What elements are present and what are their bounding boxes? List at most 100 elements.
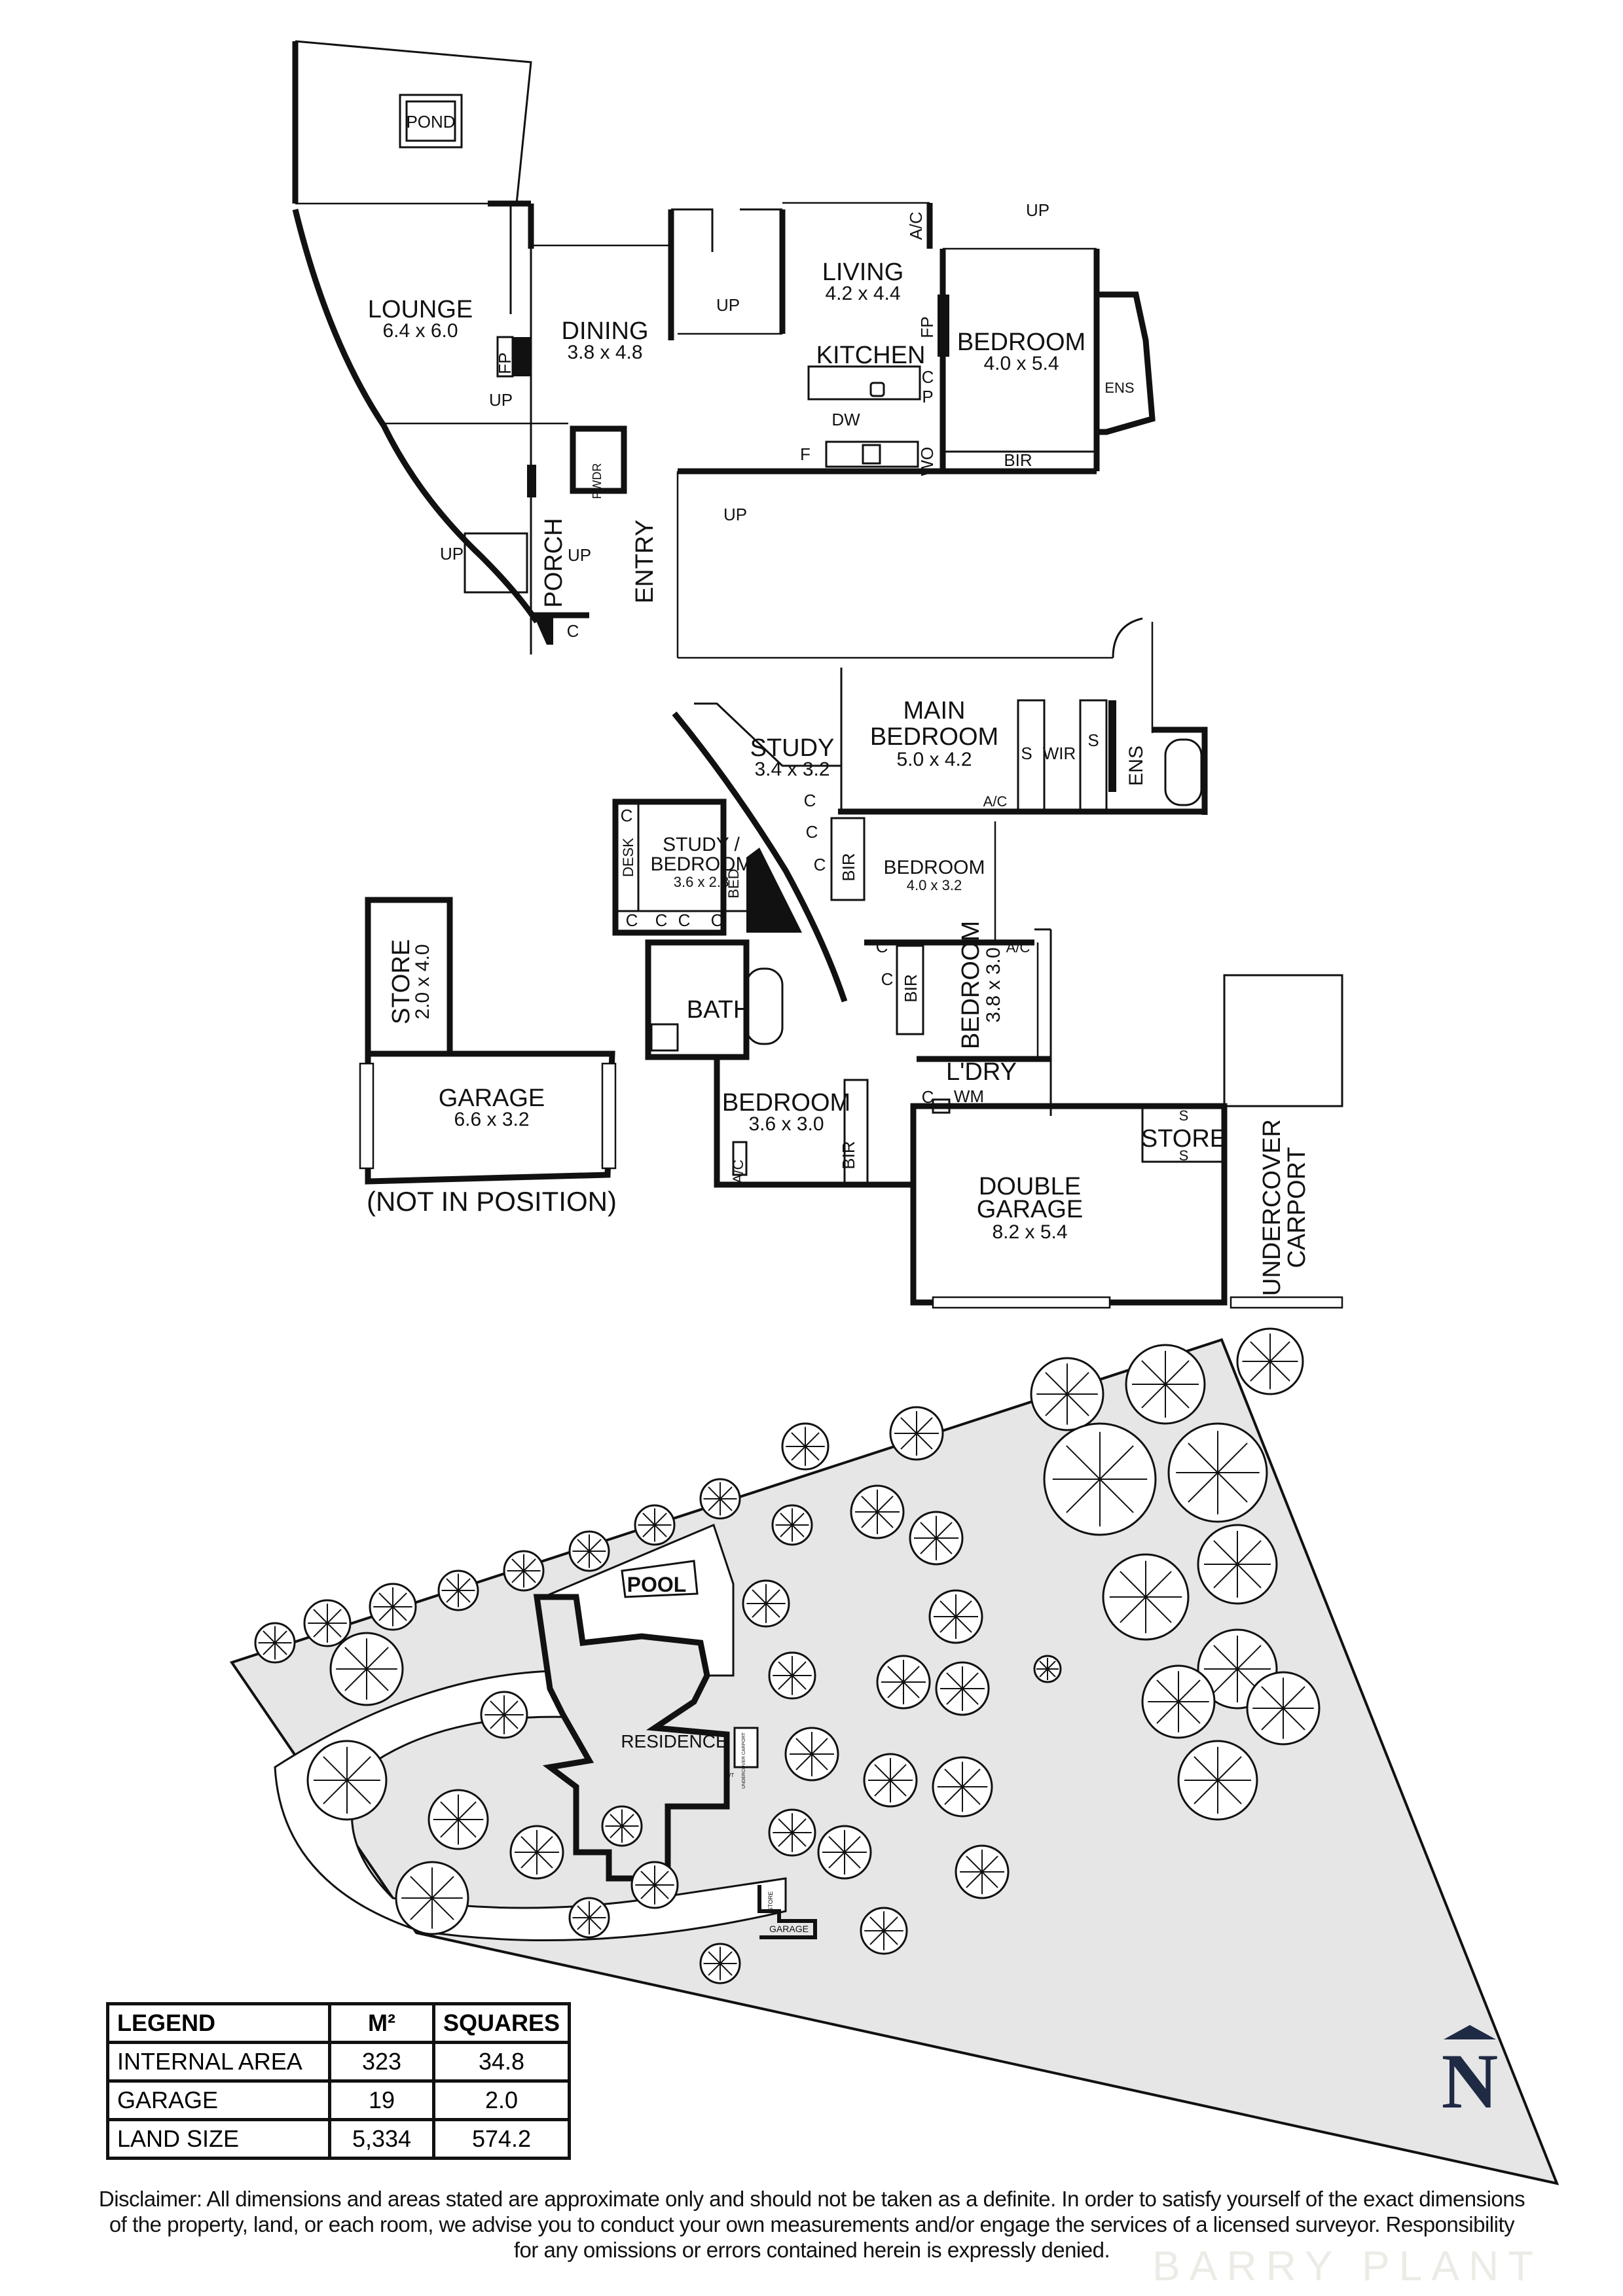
tree-branch xyxy=(458,1819,477,1838)
tree-branch xyxy=(939,1600,957,1617)
tree-branch xyxy=(621,1814,634,1827)
tree-branch xyxy=(778,1818,793,1833)
north-arrow-icon xyxy=(1444,2025,1496,2039)
tree-branch xyxy=(900,1433,917,1450)
c-label: C xyxy=(626,910,638,930)
wm-label: WM xyxy=(954,1086,984,1106)
tree-branch xyxy=(887,1666,904,1683)
tree-branch xyxy=(792,1818,807,1833)
entry-label: ENTRY xyxy=(631,520,659,603)
main-bedroom-label-2: BEDROOM xyxy=(870,723,998,751)
tree-branch xyxy=(1066,1479,1101,1513)
tree-branch xyxy=(503,1700,519,1715)
main-bedroom-label-1: MAIN xyxy=(903,697,966,725)
legend-row-squares: 574.2 xyxy=(431,2118,572,2160)
trees xyxy=(254,1327,1321,1984)
tree-branch xyxy=(792,1524,805,1537)
tree-branch xyxy=(503,1714,519,1729)
tree-branch xyxy=(654,1884,669,1899)
tree-branch xyxy=(765,1603,780,1618)
bath-label: BATH xyxy=(687,996,752,1024)
tree-branch xyxy=(640,1884,655,1899)
tree-branch xyxy=(431,1876,454,1899)
double-garage-label-2: GARAGE xyxy=(977,1196,1084,1223)
legend-row-squares: 34.8 xyxy=(431,2041,572,2083)
tree-branch xyxy=(828,1836,845,1853)
up-label: UP xyxy=(489,390,513,410)
study-bedroom-dims: 3.6 x 2.8 xyxy=(674,874,729,890)
tree-branch xyxy=(1156,1701,1179,1724)
legend-row-label: LAND SIZE xyxy=(106,2118,331,2160)
tree-branch xyxy=(900,1417,917,1434)
tree-branch xyxy=(939,1616,957,1633)
legend-row-m2: 5,334 xyxy=(328,2118,435,2160)
tree-branch xyxy=(720,1951,733,1964)
c-label: C xyxy=(881,969,894,989)
tree-branch xyxy=(1099,1479,1134,1513)
carport-label-1: UNDERCOVER xyxy=(1258,1119,1286,1296)
tree-branch xyxy=(752,1589,767,1604)
bedroom-lower-label: BEDROOM xyxy=(722,1089,850,1117)
legend-header-row: LEGEND M² SQUARES xyxy=(106,2002,572,2044)
tree-branch xyxy=(274,1630,287,1643)
tree-branch xyxy=(323,1756,348,1781)
lounge-label: LOUNGE xyxy=(368,296,473,323)
tree-branch xyxy=(1213,1540,1238,1565)
tree-branch xyxy=(1039,1660,1048,1670)
tree-branch xyxy=(791,1432,806,1447)
tree-branch xyxy=(869,1916,884,1931)
tree-branch xyxy=(981,1871,998,1888)
tree-branch xyxy=(946,1688,963,1705)
study-bedroom-walls xyxy=(612,798,727,936)
tree-branch xyxy=(795,1753,812,1770)
disclaimer-line: Disclaimer: All dimensions and areas sta… xyxy=(98,2187,1525,2211)
tree-branch xyxy=(778,1661,793,1676)
tree-branch xyxy=(610,1814,623,1827)
tree-branch xyxy=(844,1852,861,1869)
tree-branch xyxy=(1261,1686,1284,1709)
c-label: C xyxy=(567,621,579,641)
pond-courtyard-outline xyxy=(295,40,532,204)
tree-branch xyxy=(344,1668,367,1691)
tree-branch xyxy=(511,1558,524,1571)
tree-branch xyxy=(791,1446,806,1461)
tree-branch xyxy=(621,1825,634,1839)
tree-branch xyxy=(765,1589,780,1604)
tree-branch xyxy=(458,1590,471,1603)
tree-branch xyxy=(920,1537,937,1554)
tree-branch xyxy=(720,1498,733,1511)
tree-branch xyxy=(346,1756,371,1781)
tree-branch xyxy=(1217,1472,1248,1503)
pwdr-label: PWDR xyxy=(591,463,604,499)
tree-branch xyxy=(440,1819,459,1838)
tree-branch xyxy=(577,1539,590,1552)
tree-branch xyxy=(1237,1645,1262,1670)
tree-branch xyxy=(1067,1393,1089,1416)
wir-label: WIR xyxy=(1043,744,1076,763)
tree-branch xyxy=(1178,1701,1201,1724)
tree-branch xyxy=(1217,1756,1242,1781)
disclaimer-line: for any omissions or errors contained he… xyxy=(513,2238,1110,2262)
pool-shape xyxy=(621,1560,699,1598)
tree-branch xyxy=(1237,1564,1262,1588)
tree-branch xyxy=(1045,1372,1068,1395)
tree-branch xyxy=(458,1801,477,1820)
site-store-label: STORE xyxy=(767,1892,774,1912)
tree-branch xyxy=(511,1570,524,1583)
tree-branch xyxy=(440,1801,459,1820)
study-dims: 3.4 x 3.2 xyxy=(754,759,830,780)
tree-branch xyxy=(1269,1341,1290,1362)
tree-branch xyxy=(920,1522,937,1539)
legend-row-label: INTERNAL AREA xyxy=(106,2041,331,2083)
c-label: C xyxy=(922,367,934,387)
c-label: C xyxy=(804,791,816,810)
tree-branch xyxy=(966,1871,983,1888)
tree-branch xyxy=(936,1522,953,1539)
site-garage-label: GARAGE xyxy=(769,1924,809,1934)
tree-branch xyxy=(877,1511,894,1528)
tree-branch xyxy=(1165,1384,1190,1408)
tree-branch xyxy=(708,1951,721,1964)
tree-branch xyxy=(654,1513,667,1526)
lounge-dims: 6.4 x 6.0 xyxy=(382,320,458,342)
